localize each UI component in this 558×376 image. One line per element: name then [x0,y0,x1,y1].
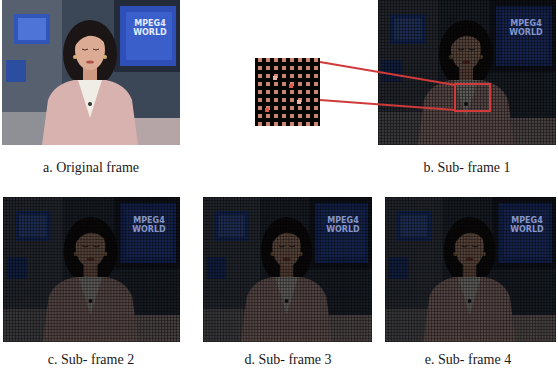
screen-text: MPEG4 WORLD [127,20,173,38]
frame-caption: a. Original frame [1,160,181,177]
zoom-inset [255,58,320,126]
zoom-leader [320,62,455,85]
pixel-dots [255,58,320,126]
sub-frame-image [385,197,556,342]
frame-caption: c. Sub- frame 2 [1,352,181,369]
pixel-dot [273,76,277,80]
original-frame [2,0,180,145]
screen-text: MPEG4 WORLD [503,20,549,38]
screen-text: MPEG4 WORLD [505,217,549,235]
frame-caption: e. Sub- frame 4 [380,352,556,369]
frame-caption: b. Sub- frame 1 [377,160,557,177]
frame-caption: d. Sub- frame 3 [198,352,378,369]
sub-frame-image [203,197,372,342]
pixel-dot [265,108,269,112]
screen-text: MPEG4 WORLD [322,217,364,235]
screen-text: MPEG4 WORLD [127,217,171,235]
inset-ground [255,58,320,126]
zoom-region [455,84,490,111]
zoom-leader [320,100,455,110]
sub-frame-image [378,0,556,145]
pixel-dot [297,100,301,104]
pixel-dot [289,84,293,88]
sub-frame-image [3,197,180,342]
